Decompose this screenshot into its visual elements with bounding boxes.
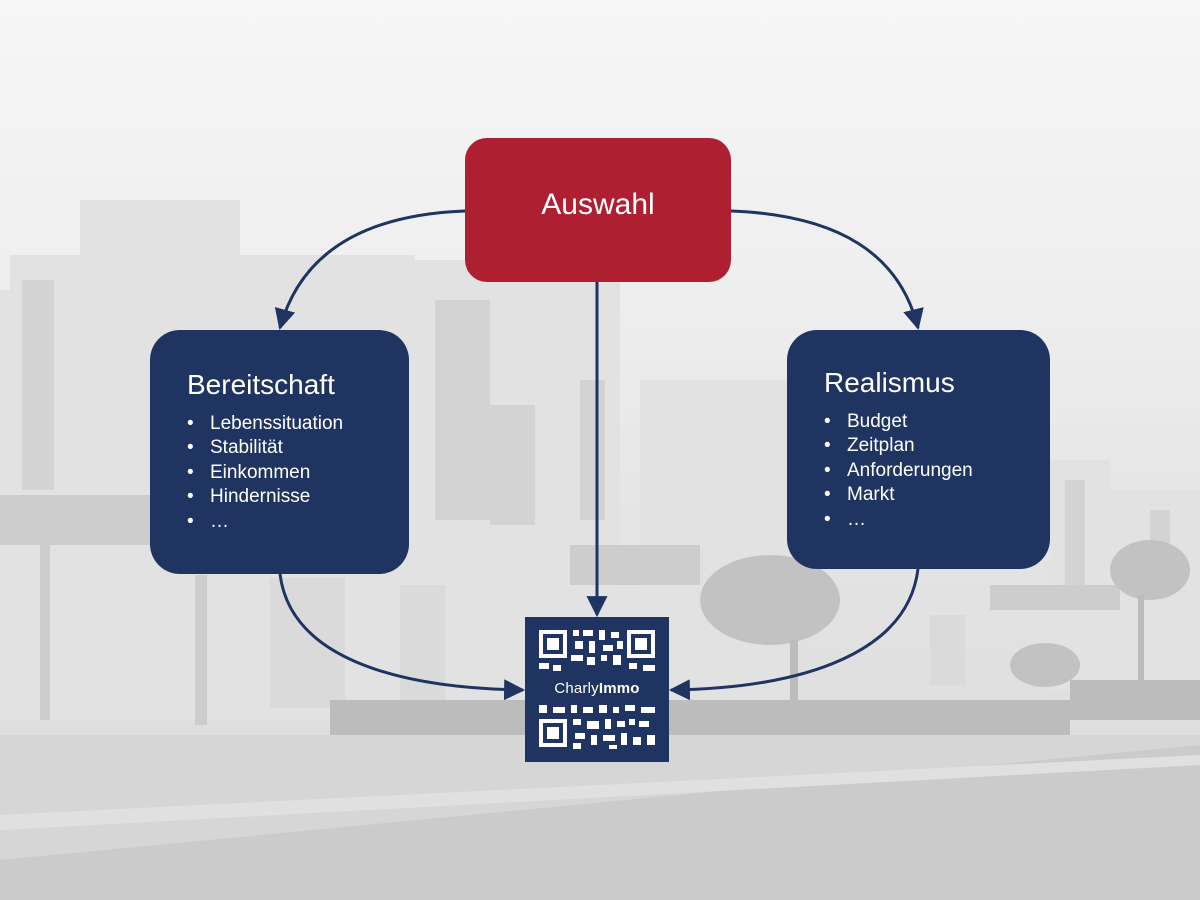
list-item: … [187,510,409,535]
arrow-auswahl-to-bereitschaft [274,209,466,331]
list-item: Lebenssituation [187,412,409,437]
node-realismus: Realismus Budget Zeitplan Anforderungen … [787,330,1050,569]
node-bereitschaft: Bereitschaft Lebenssituation Stabilität … [150,330,409,574]
qr-code-icon [525,617,669,762]
list-item: Hindernisse [187,485,409,510]
bereitschaft-list: Lebenssituation Stabilität Einkommen Hin… [187,412,409,534]
arrow-realismus-to-qr [668,568,920,701]
logo-text-charly: Charly [554,679,599,697]
list-item: Budget [824,410,1050,435]
list-item: Einkommen [187,461,409,486]
list-item: … [824,508,1050,533]
realismus-list: Budget Zeitplan Anforderungen Markt … [824,410,1050,532]
node-auswahl-title: Auswahl [541,188,655,221]
arrow-bereitschaft-to-qr [278,573,526,701]
list-item: Zeitplan [824,434,1050,459]
list-item: Stabilität [187,436,409,461]
node-realismus-title: Realismus [824,367,955,398]
list-item: Anforderungen [824,459,1050,484]
node-bereitschaft-title: Bereitschaft [187,369,335,400]
list-item: Markt [824,483,1050,508]
node-auswahl: Auswahl [465,138,731,282]
arrow-auswahl-to-realismus [730,209,924,331]
logo-text-immo: Immo [598,679,640,697]
